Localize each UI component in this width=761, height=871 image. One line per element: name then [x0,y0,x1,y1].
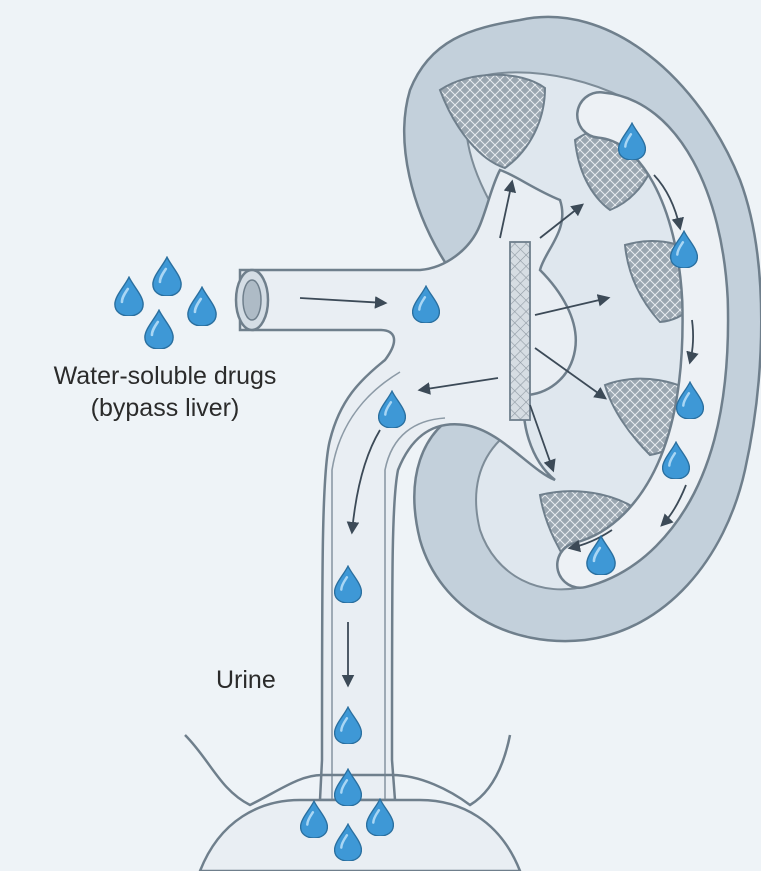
central-filter-bar [510,242,530,420]
urine-label: Urine [216,664,276,696]
drug-label: Water-soluble drugs (bypass liver) [0,360,330,424]
drug-label-line-2: (bypass liver) [0,392,330,424]
water-drop-icon [188,287,216,326]
water-drop-icon [145,310,173,349]
water-drop-icon [153,257,181,296]
drug-label-line-1: Water-soluble drugs [0,360,330,392]
water-drop-icon [115,277,143,316]
